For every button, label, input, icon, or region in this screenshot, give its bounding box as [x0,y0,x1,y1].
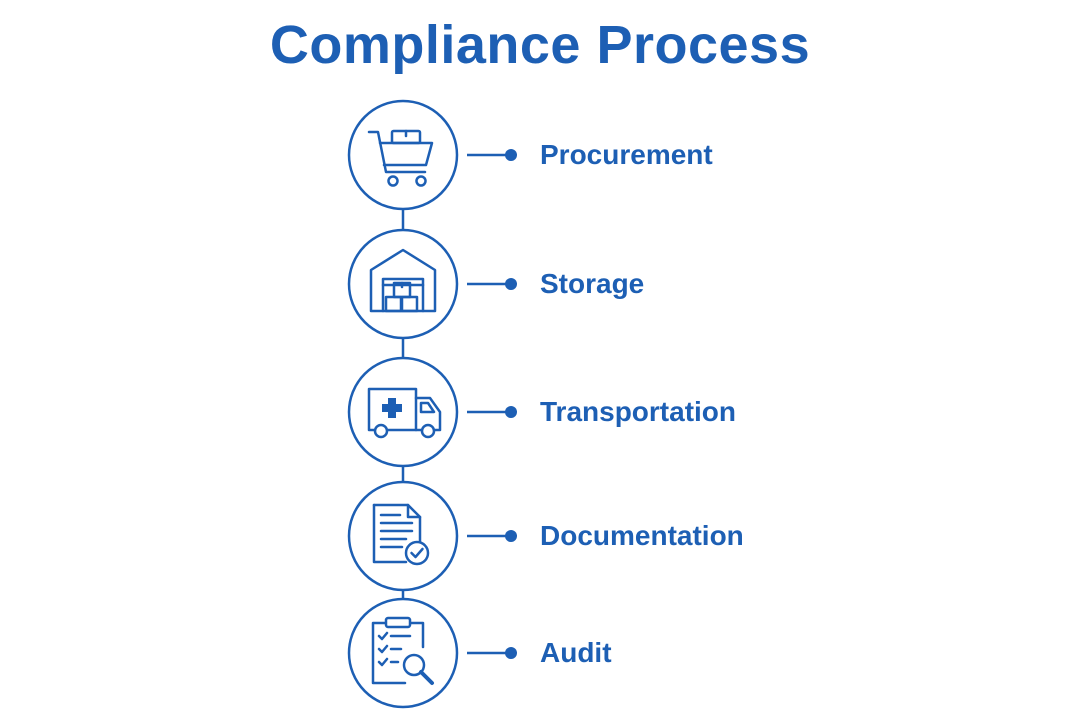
step-label-documentation: Documentation [540,520,744,551]
warehouse-icon [369,248,437,313]
document-check-icon [372,503,430,566]
step-label-audit: Audit [540,637,612,668]
shopping-cart-icon [367,129,434,187]
leader-dot [505,149,517,161]
step-label-procurement: Procurement [540,139,713,170]
step-circle [347,597,459,709]
leader-dot [505,530,517,542]
medical-truck-icon [367,387,442,439]
page-title: Compliance Process [269,15,811,75]
step-procurement [347,99,517,211]
step-transportation [347,356,517,468]
step-documentation [347,480,517,592]
leader-dot [505,278,517,290]
step-storage [347,228,517,340]
medical-cross-icon [382,398,402,418]
leader-dot [505,647,517,659]
step-circle [347,99,459,211]
clipboard-search-icon [371,616,434,685]
step-label-storage: Storage [540,268,645,299]
leader-dot [505,406,517,418]
step-circle [347,480,459,592]
step-circle [347,356,459,468]
step-label-transportation: Transportation [540,396,737,427]
step-audit [347,597,517,709]
